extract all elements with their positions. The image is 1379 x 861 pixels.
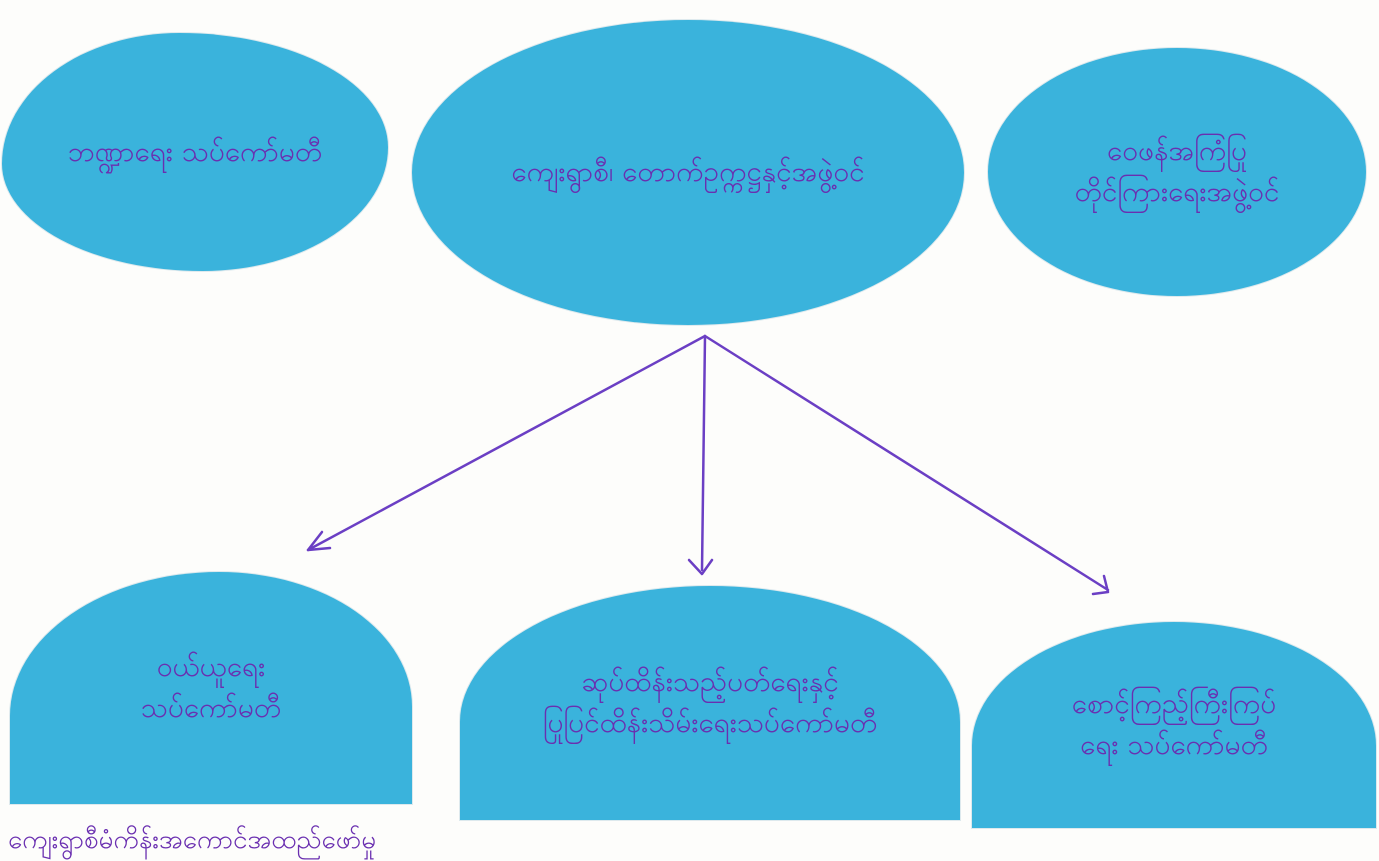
arrow-to-bottom-center — [700, 334, 707, 572]
arrowhead-bottom-right — [1091, 574, 1110, 596]
arrowhead-bottom-left — [306, 530, 332, 552]
arrow-to-bottom-left — [306, 334, 707, 552]
node-top-left: ဘဏ္ဍာရေး သပ်ကော်မတီ — [2, 33, 388, 271]
arrow-to-bottom-right — [703, 334, 1110, 592]
arrowhead-bottom-center — [687, 558, 714, 576]
node-bottom-left: ဝယ်ယူရေး သပ်ကော်မတီ — [10, 572, 412, 804]
node-top-right: ဝေဖန်အကြံပြု တိုင်ကြားရေးအဖွဲ့ဝင် — [988, 48, 1366, 296]
footer-caption: ကျေးရွာစီမံကိန်းအကောင်အထည်ဖော်မှု — [8, 825, 377, 855]
node-top-center: ကျေးရွာစီ၊ တောက်ဥက္ကဋ္ဌနှင့်အဖွဲ့ဝင် — [412, 20, 964, 325]
node-bottom-right: စောင့်ကြည့်ကြီးကြပ် ရေး သပ်ကော်မတီ — [972, 622, 1376, 828]
node-bottom-center: ဆုပ်ထိန်းသည့်ပတ်ရေးနှင့် ပြုပြင်ထိန်းသိမ… — [460, 586, 960, 820]
